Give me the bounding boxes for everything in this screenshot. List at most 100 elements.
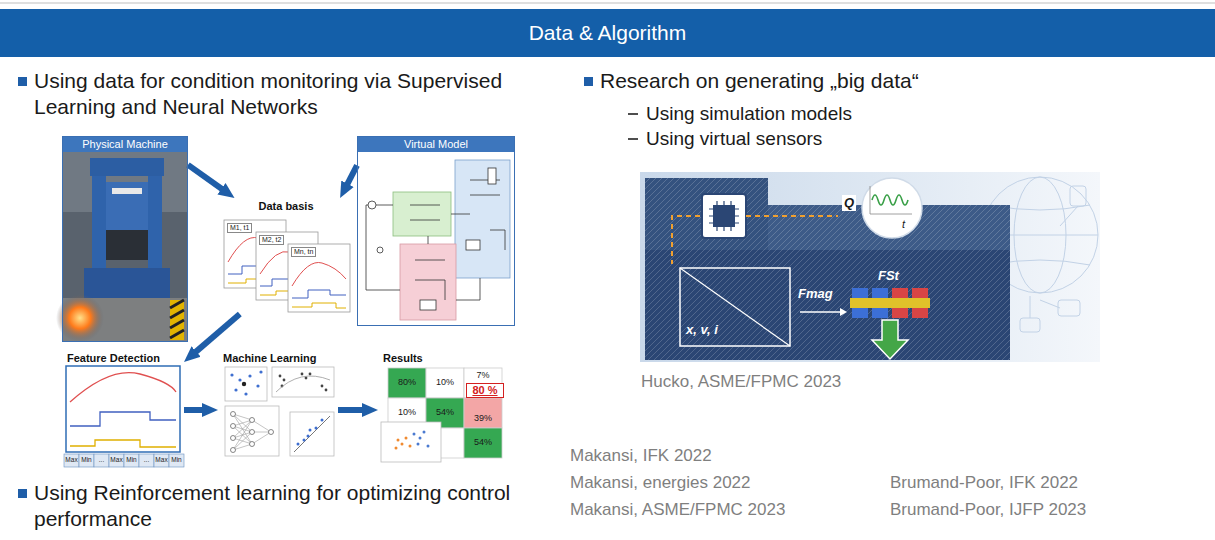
bullet-marker (18, 77, 638, 498)
actuator-illustration (862, 178, 922, 238)
learning-panels (321, 385, 324, 388)
learning-panels (231, 436, 236, 441)
actuator-illustration (912, 308, 928, 318)
title-bar: Data & Algorithm (0, 9, 1215, 57)
learning-panels (279, 375, 282, 378)
feature-cell: Max (109, 456, 124, 463)
confusion-matrix (388, 368, 426, 398)
actuator-illustration (746, 215, 838, 217)
confusion-matrix (401, 443, 404, 446)
feature-cell: Min (124, 456, 139, 463)
flow-arrow (340, 165, 357, 198)
feature-cell: Max (64, 456, 79, 463)
machine-photo (106, 230, 148, 260)
data-panel: Data basis (220, 198, 352, 314)
confusion-matrix (381, 422, 441, 462)
learning-panels (305, 377, 308, 380)
actuator-illustration (640, 172, 1100, 362)
flow-arrow (338, 407, 378, 413)
dataset-tag: M1, t1 (227, 223, 252, 233)
learning-panels (225, 367, 334, 456)
learning-panels (307, 435, 310, 438)
actuator-illustration (892, 308, 908, 318)
learning-panels (309, 373, 312, 376)
bullet-marker (628, 138, 638, 140)
header-bar: Virtual Model (358, 137, 514, 152)
heading-row: Feature Detection (62, 350, 184, 366)
feature-plot (64, 366, 184, 467)
actuator-illustration (713, 205, 735, 227)
actuator-illustration (1030, 206, 1078, 318)
bullet-text: Using data for condition monitoring via … (34, 68, 534, 119)
bullet-text: Using Reinforcement learning for optimiz… (34, 480, 514, 531)
confusion-matrix (413, 431, 430, 448)
matrix-cell: 54% (426, 407, 464, 417)
actuator-illustration (645, 178, 1010, 360)
sub-bullet-text: Using simulation models (646, 102, 852, 125)
learning-panels (315, 427, 318, 430)
header-bar: Physical Machine (63, 137, 187, 152)
citation: Makansi, IFK 2022 (570, 446, 712, 467)
feature-plot (109, 454, 124, 467)
confusion-matrix (395, 437, 412, 450)
learning-panels (301, 373, 304, 376)
learning-panels (259, 370, 262, 373)
feature-cell: ... (139, 456, 154, 463)
node-title: Results (383, 351, 423, 365)
node-title: Feature Detection (67, 351, 160, 365)
citation: Makansi, energies 2022 (570, 473, 751, 494)
confusion-matrix (426, 368, 464, 398)
feature-plot (70, 373, 176, 402)
model-panel: Virtual Model (357, 136, 515, 326)
actuator-illustration (702, 194, 746, 238)
learning-panels (231, 448, 236, 453)
matrix-cell: 10% (388, 407, 426, 417)
confusion-matrix (405, 437, 408, 440)
learning-panels (248, 374, 251, 377)
actuator-illustration (840, 308, 847, 316)
learning-panels (325, 389, 328, 392)
machine-photo (84, 268, 170, 298)
data-plot-stack (224, 220, 350, 312)
data-plot-stack (288, 244, 350, 312)
slide-title: Data & Algorithm (529, 21, 687, 44)
learning-panels (233, 414, 271, 450)
force-name: Fmag (798, 286, 833, 302)
feature-plot (169, 454, 184, 467)
confusion-matrix (409, 445, 412, 448)
matrix-cell: 7% (464, 370, 502, 380)
actuator-illustration (709, 201, 739, 231)
machine-photo (170, 300, 184, 340)
actuator-illustration (872, 308, 888, 318)
flow-arrow (188, 165, 235, 198)
step-panel: Machine Learning (218, 350, 338, 460)
learning-panels (225, 406, 279, 456)
bullet-marker (628, 113, 638, 115)
learning-panels (230, 370, 262, 395)
learning-panels (303, 439, 306, 442)
actuator-illustration (1070, 186, 1086, 206)
actuator-illustration (1058, 300, 1080, 316)
machine-photo (56, 294, 104, 342)
feature-cell: Min (79, 456, 94, 463)
dataset-tag: Mn, tn (291, 247, 316, 257)
learning-panels (279, 373, 328, 392)
learning-panels (272, 367, 334, 397)
bullet-marker (18, 489, 27, 498)
learning-panels (225, 367, 267, 401)
citation: Hucko, ASME/FPMC 2023 (641, 372, 841, 393)
citation: Makansi, ASME/FPMC 2023 (570, 500, 785, 521)
heading-row: Results (378, 350, 506, 366)
matrix-cell: 54% (464, 437, 502, 447)
feature-cell: ... (94, 456, 109, 463)
learning-panels (297, 419, 324, 446)
virtual-model-schematic (393, 192, 451, 236)
virtual-model-schematic (358, 152, 514, 325)
bullet-text: Research on generating „big data“ (600, 68, 1180, 94)
bullet-marker (18, 77, 27, 86)
actuator-illustration (672, 216, 700, 264)
learning-panels (290, 412, 334, 456)
sub-bullet-text: Using virtual sensors (646, 127, 822, 150)
node-title: Data basis (258, 199, 313, 213)
